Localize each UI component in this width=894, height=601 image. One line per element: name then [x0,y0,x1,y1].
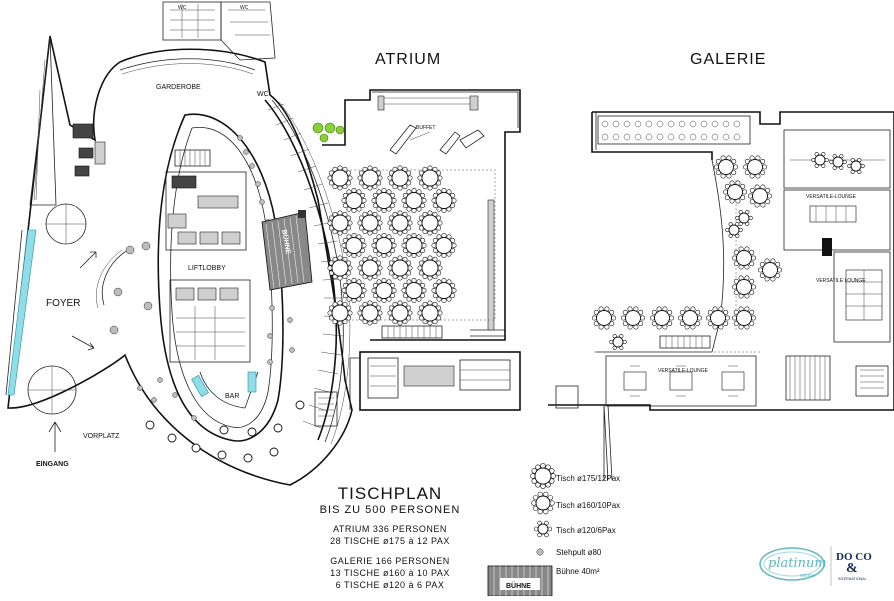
galerie-table-120 [725,222,743,238]
atrium-table [327,300,353,326]
galerie-table-160 [714,155,738,179]
atrium-table [417,255,443,281]
platinum-logo-sub: vienna [800,573,815,579]
atrium-label: ATRIUM [375,51,441,68]
liftlobby-label: LIFTLOBBY [188,265,226,272]
atrium-table [327,255,353,281]
galerie-table-160 [758,258,782,282]
vorplatz-label: VORPLATZ [83,433,120,440]
plan-subtitle: BIS ZU 500 PERSONEN [319,504,461,516]
atrium-table [371,278,397,303]
doco-logo-text: DO CO [836,551,872,563]
legend-table-175-icon [530,463,556,489]
galerie-table-120 [829,154,847,170]
bar-label: BAR [225,393,239,400]
legend-buehne: Bühne 40m² [556,567,600,576]
doco-logo-sub: INTERNATIONAL [838,577,867,581]
foyer-label: FOYER [46,298,80,309]
versatile-lounge-label-3: VERSATILE LOUNGE [816,278,866,284]
atrium-table [387,255,413,281]
galerie-table-120 [811,152,829,168]
plants [312,122,345,143]
svg-text:WC: WC [178,5,187,11]
plan-title: TISCHPLAN [337,484,443,503]
atrium-table [417,165,443,191]
logos: platinum vienna DO CO & INTERNATIONAL [758,540,894,596]
legend-symbols [530,463,556,556]
wc-label: WC [257,91,269,98]
galerie-table-160 [650,306,674,330]
galerie-capacity: GALERIE 166 PERSONEN [330,556,450,566]
atrium-table [357,165,383,191]
platinum-logo-text: platinum [768,556,827,571]
atrium-table [431,233,457,258]
galerie-table-160 [732,246,756,270]
galerie-table-160 [748,184,772,208]
atrium-table [341,188,367,213]
atrium-table [387,300,413,326]
galerie-tables-detail-1: 13 TISCHE ø160 à 10 PAX [330,568,450,578]
versatile-lounge-label-1: VERSATILE-LOUNGE [658,368,709,374]
galerie-label: GALERIE [690,51,766,68]
atrium-table [387,165,413,191]
atrium-table [357,255,383,281]
atrium-tables-detail: 28 TISCHE ø175 à 12 PAX [330,536,450,546]
table-plan-summary: TISCHPLAN BIS ZU 500 PERSONEN ATRIUM 336… [300,484,480,591]
stage-block [261,210,313,291]
atrium-tables [327,165,457,326]
atrium-table [401,188,427,213]
atrium-table [417,300,443,326]
atrium-table [401,233,427,258]
atrium-capacity: ATRIUM 336 PERSONEN [333,524,447,534]
atrium-table [371,188,397,213]
galerie-table-160 [723,180,747,204]
atrium-table [417,210,443,236]
svg-text:WC: WC [240,5,249,11]
galerie-table-120 [609,334,627,350]
atrium-table [357,300,383,326]
legend-stehpult: Stehpult ø80 [556,548,602,557]
legend-table-160-icon [531,491,555,515]
buffet-label: BUFFET [416,125,435,131]
left-wing: WC WC [5,1,353,486]
galerie-table-120 [735,210,753,226]
legend-tisch-160: Tisch ø160/10Pax [556,501,621,510]
galerie-table-160 [592,306,616,330]
service-kitchen [314,351,521,427]
atrium-table [327,165,353,191]
atrium-table [357,210,383,236]
area-labels: ATRIUM GALERIE GARDEROBE WC FOYER LIFTLO… [36,51,866,468]
legend-tisch-120: Tisch ø120/6Pax [556,526,616,535]
galerie-table-120 [847,158,865,174]
galerie-table-160 [743,155,767,179]
atrium-table [431,278,457,303]
legend-table-120-icon [533,520,553,538]
galerie-table-160 [706,306,730,330]
galerie-tables-detail-2: 6 TISCHE ø120 à 6 PAX [335,580,445,590]
galerie-table-160 [678,306,702,330]
legend-stage-symbol: BÜHNE [487,565,553,596]
atrium-table [387,210,413,236]
logo-graphics: platinum vienna DO CO & INTERNATIONAL [759,546,872,586]
atrium-table [341,278,367,303]
atrium-table [327,210,353,236]
galerie-table-160 [732,275,756,299]
atrium-table [401,278,427,303]
atrium-table [341,233,367,258]
atrium-table [371,233,397,258]
galerie-tables [592,152,865,350]
doco-ampersand-icon: & [846,561,858,576]
versatile-lounge-label-2: VERSATILE-LOUNGE [806,194,857,200]
legend-tisch-175: Tisch ø175/12Pax [556,474,621,483]
galerie-table-160 [621,306,645,330]
atrium-table [431,188,457,213]
eingang-label: EINGANG [36,461,69,468]
galerie-table-160 [732,306,756,330]
garderobe-label: GARDEROBE [156,84,201,91]
legend-stehpult-icon [536,548,544,556]
legend-stage-text: BÜHNE [506,581,531,590]
atrium-hall [322,89,521,341]
